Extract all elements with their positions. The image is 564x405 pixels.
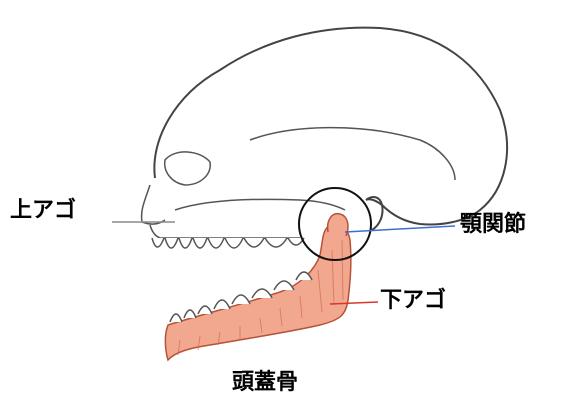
upper-tooth [193,238,207,248]
lower-jaw-label: 下アゴ [380,290,446,312]
lower-tooth [232,295,250,304]
tmj-leader-line [345,226,455,232]
lower-tooth [252,289,272,298]
maxilla-contour [150,225,300,238]
cranium-outline [154,28,507,225]
upper-tooth [225,238,243,248]
upper-tooth [265,238,287,247]
lower-tooth [274,281,294,290]
lower-tooth [214,300,230,309]
upper-teeth [152,238,304,248]
lower-tooth [198,306,212,314]
nasal-area [142,185,165,224]
upper-tooth [152,238,164,247]
lower-tooth [184,310,196,318]
tmj-label: 顎関節 [460,214,526,236]
skull-label: 頭蓋骨 [232,372,298,394]
lower-tooth [170,314,182,322]
eye-socket [165,152,210,185]
upper-tooth [179,238,192,248]
upper-tooth [165,238,178,248]
zygomatic-arch [175,199,345,210]
temporal-line [250,128,455,180]
upper-tooth [244,238,264,247]
upper-jaw-label: 上アゴ [10,200,76,222]
upper-tooth [208,238,224,248]
